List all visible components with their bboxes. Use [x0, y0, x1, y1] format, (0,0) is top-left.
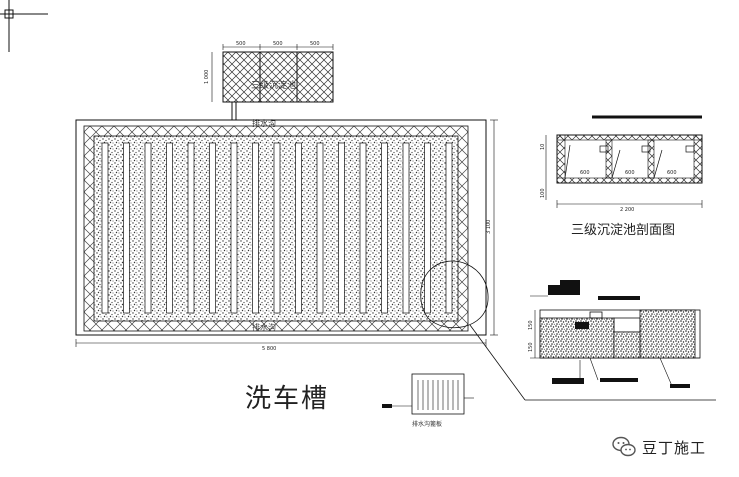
grating-bar: [273, 142, 281, 314]
dim-section-sub-3: 600: [667, 170, 677, 176]
dim-detail-a: 150: [528, 320, 534, 330]
grating-bar: [295, 142, 302, 314]
watermark: 豆丁施工: [612, 436, 706, 458]
grating-bars: [101, 142, 453, 314]
ditch-detail-section: [530, 280, 701, 388]
dim-detail-b: 150: [528, 342, 534, 352]
grating-bar: [187, 142, 195, 314]
grating-bar: [338, 142, 345, 314]
sedimentation-tank-plan: [211, 44, 334, 120]
wechat-icon: [612, 436, 636, 457]
ditch-grate-plan: [382, 373, 474, 415]
dim-section-h1: 10: [540, 143, 546, 150]
grating-bar: [316, 142, 324, 314]
grating-bar: [101, 142, 109, 314]
dim-section-width: 2 200: [620, 207, 635, 213]
car-wash-trough-plan: [75, 119, 716, 401]
dim-section-h2: 100: [540, 188, 546, 198]
grate-label: 排水沟篦板: [412, 421, 443, 428]
grating-bar: [445, 142, 453, 314]
trench-label-bottom: 排水沟: [252, 323, 276, 332]
grating-bar: [424, 142, 431, 314]
dim-tank-top-3: 500: [310, 41, 320, 47]
grating-bar: [381, 142, 388, 314]
dim-tank-height: 1 000: [204, 69, 210, 84]
dim-overall-width: 5 800: [262, 346, 277, 352]
dim-tank-top-1: 500: [236, 41, 246, 47]
tank-section-drawing: [545, 115, 703, 208]
dim-section-sub-2: 600: [625, 170, 635, 176]
watermark-text: 豆丁施工: [642, 438, 707, 457]
grating-bar: [359, 142, 367, 314]
tank-label: 三级沉淀池: [251, 81, 297, 91]
grating-bar: [209, 142, 216, 314]
main-title: 洗车槽: [245, 384, 330, 414]
cad-cursor: [0, 0, 48, 52]
dim-section-sub-1: 600: [580, 170, 590, 176]
grating-bar: [252, 142, 259, 314]
grating-bar: [123, 142, 130, 314]
dim-tank-top-2: 500: [273, 41, 283, 47]
dim-overall-height: 3 100: [486, 219, 492, 234]
grating-bar: [166, 142, 173, 314]
grating-bar: [230, 142, 238, 314]
trench-label-top: 排水沟: [252, 119, 276, 128]
section-title: 三级沉淀池剖面图: [571, 223, 676, 238]
grating-bar: [144, 142, 152, 314]
grating-bar: [402, 142, 410, 314]
